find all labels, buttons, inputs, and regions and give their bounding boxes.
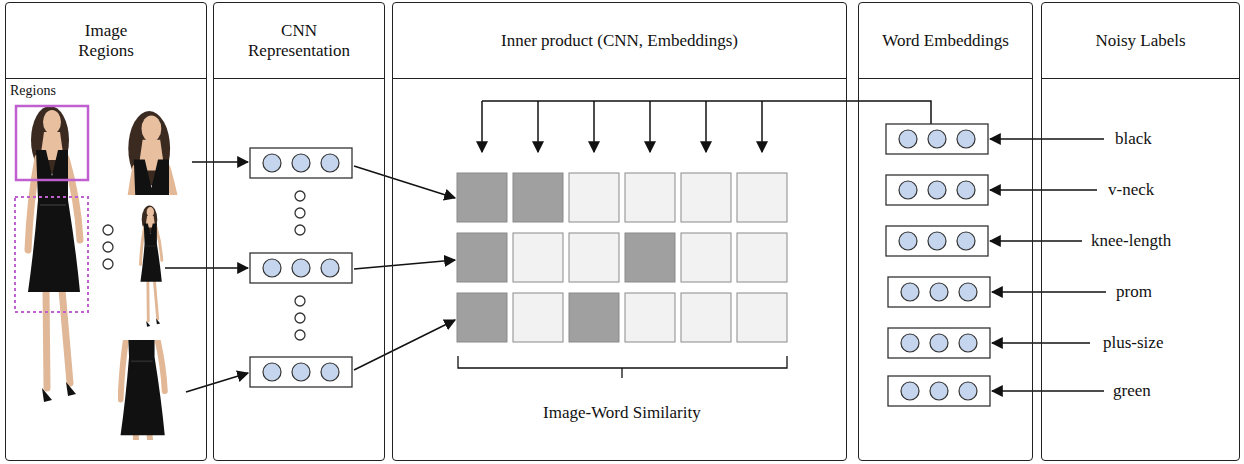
arrow — [990, 240, 1082, 242]
word-vector — [886, 124, 988, 154]
grid-cell — [681, 173, 731, 222]
panel-title: Inner product (CNN, Embeddings) — [501, 31, 738, 51]
arrow — [354, 260, 455, 269]
grid-cell — [457, 293, 507, 342]
grid-cell — [457, 173, 507, 222]
grid-cell — [513, 233, 563, 282]
text-label: green — [1113, 381, 1151, 401]
text-label: plus-size — [1103, 333, 1163, 353]
crop-image — [121, 340, 165, 440]
region-box — [16, 106, 88, 180]
text-label: prom — [1116, 282, 1152, 302]
arrow — [990, 138, 1104, 140]
arrow — [593, 101, 595, 152]
grid-cell — [569, 293, 619, 342]
bracket — [458, 356, 787, 378]
text-label: v-neck — [1108, 180, 1154, 200]
woman-photo — [28, 106, 80, 402]
word-vector — [886, 175, 988, 205]
panel-title: Image Regions — [69, 21, 144, 61]
arrow — [481, 101, 483, 152]
similarity-grid — [457, 173, 787, 342]
panel-title: CNN Representation — [229, 21, 369, 61]
arrow — [705, 101, 707, 152]
crop-skirt — [121, 340, 165, 440]
grid-cell — [569, 173, 619, 222]
arrow — [186, 373, 248, 392]
cnn-vector — [250, 357, 352, 387]
cnn-vector — [250, 148, 352, 178]
ellipsis-dot — [295, 208, 305, 218]
grid-cell — [625, 293, 675, 342]
grid-cell — [681, 293, 731, 342]
ellipsis-dot — [103, 225, 113, 235]
text-label: Regions — [10, 81, 56, 101]
arrow — [537, 101, 539, 152]
crop-head — [125, 111, 180, 195]
word-vector — [888, 277, 990, 307]
panel-header: Image Regions — [6, 3, 206, 79]
panel-header: Word Embeddings — [859, 3, 1032, 79]
word-vector — [888, 376, 990, 406]
crop-image — [125, 111, 180, 195]
grid-cell — [513, 293, 563, 342]
arrow — [354, 320, 455, 370]
arrow — [992, 291, 1106, 293]
grid-cell — [737, 293, 787, 342]
column-panel: CNN Representation — [213, 2, 385, 461]
column-panel: Word Embeddings — [858, 2, 1033, 461]
text-label: knee-length — [1091, 231, 1171, 251]
grid-cell — [737, 173, 787, 222]
word-vector — [886, 226, 988, 256]
ellipsis-dot — [103, 242, 113, 252]
grid-cell — [625, 233, 675, 282]
text-label: Image-Word Similarity — [543, 403, 701, 423]
crop-full — [140, 205, 161, 326]
panel-header: Inner product (CNN, Embeddings) — [393, 3, 846, 79]
grid-cell — [457, 233, 507, 282]
arrow — [649, 101, 651, 152]
arrow — [992, 390, 1104, 392]
panel-title: Word Embeddings — [882, 31, 1009, 51]
word-vector — [888, 328, 990, 358]
panel-title: Noisy Labels — [1095, 31, 1185, 51]
ellipsis-dot — [103, 259, 113, 269]
panel-header: CNN Representation — [214, 3, 384, 79]
ellipsis-dot — [295, 225, 305, 235]
grid-cell — [513, 173, 563, 222]
column-panel: Image Regions — [5, 2, 207, 461]
arrow — [761, 101, 763, 152]
arrow — [354, 166, 455, 198]
ellipsis-dot — [295, 330, 305, 340]
arrow — [192, 161, 248, 163]
arrow — [990, 189, 1097, 191]
text-label: black — [1115, 129, 1152, 149]
column-panel: Inner product (CNN, Embeddings) — [392, 2, 847, 461]
ellipsis-dot — [295, 191, 305, 201]
ellipsis-dot — [295, 313, 305, 323]
panel-header: Noisy Labels — [1042, 3, 1239, 79]
region-box-dashed — [15, 197, 88, 312]
grid-cell — [625, 173, 675, 222]
ellipsis-dot — [295, 296, 305, 306]
grid-cell — [569, 233, 619, 282]
grid-cell — [737, 233, 787, 282]
cnn-vector — [250, 253, 352, 283]
grid-cell — [681, 233, 731, 282]
